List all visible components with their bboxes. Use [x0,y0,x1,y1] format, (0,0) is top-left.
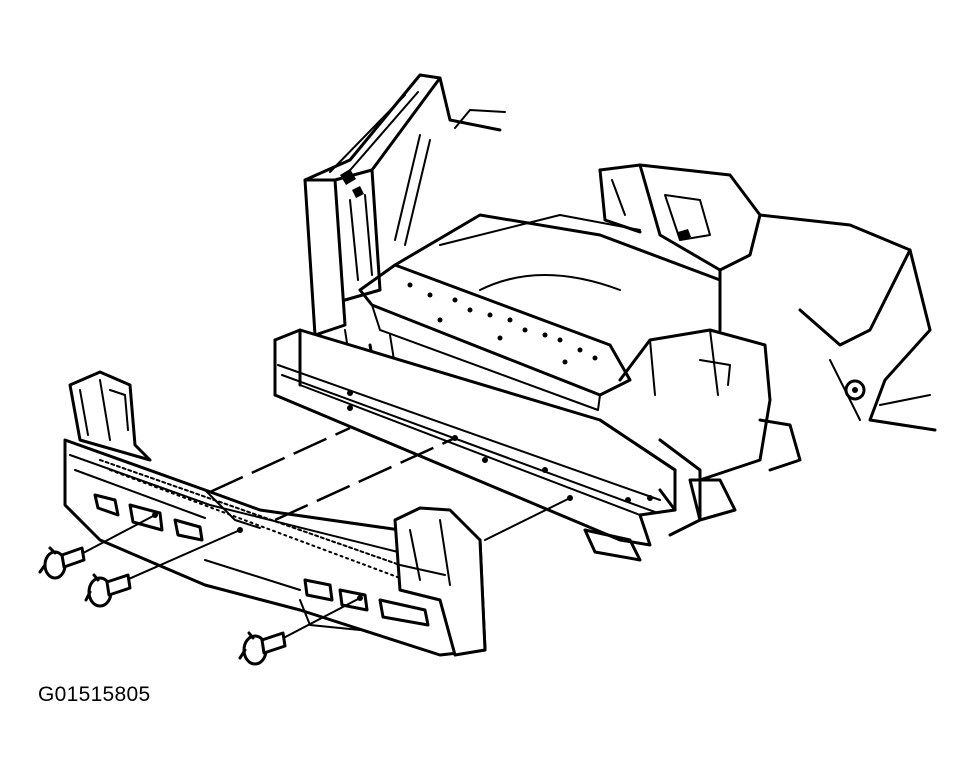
front-body-structure [303,73,937,537]
figure-code-label: G01515805 [38,683,151,706]
alignment-lines [209,426,571,541]
push-pin-retainer-lower [238,597,361,666]
push-pin-retainer-middle [84,529,241,608]
push-pin-retainer-upper [38,514,156,580]
impact-bar [273,328,677,562]
bumper-fascia [63,370,487,657]
